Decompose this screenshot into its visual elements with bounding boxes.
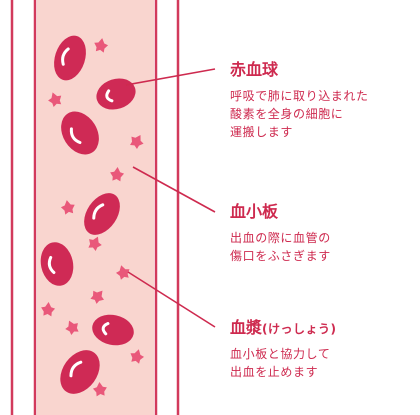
red-blood-cell xyxy=(96,78,136,110)
red-blood-cell xyxy=(84,193,120,235)
platelet xyxy=(65,320,79,336)
platelet xyxy=(88,236,102,252)
label-desc-line: 出血を止めます xyxy=(230,365,319,379)
platelet xyxy=(130,134,144,150)
label-title-red-blood-cell: 赤血球 xyxy=(230,60,279,79)
leader-line-plasma xyxy=(127,271,216,328)
red-blood-cell xyxy=(61,111,99,155)
label-plasma: 血漿(けっしょう) 血小板と協力して 出血を止めます xyxy=(230,318,420,381)
label-platelet: 血小板 出血の際に血管の 傷口をふさぎます xyxy=(230,202,420,265)
platelet xyxy=(60,200,75,215)
platelet xyxy=(94,38,109,53)
label-title-plasma: 血漿(けっしょう) xyxy=(230,318,337,337)
red-blood-cell xyxy=(60,350,100,394)
platelet xyxy=(90,290,105,304)
platelet xyxy=(92,382,107,397)
platelet xyxy=(110,167,125,182)
label-desc-line: 呼吸で肺に取り込まれた xyxy=(230,89,369,103)
label-desc-line: 傷口をふさぎます xyxy=(230,249,331,263)
label-title-platelet: 血小板 xyxy=(230,202,279,221)
red-blood-cell xyxy=(54,35,86,81)
platelet xyxy=(41,302,56,317)
label-desc-line: 出血の際に血管の xyxy=(230,231,331,245)
platelet xyxy=(48,92,62,107)
red-blood-cell xyxy=(92,314,134,346)
label-desc-line: 酸素を全身の細胞に xyxy=(230,107,344,121)
label-red-blood-cell: 赤血球 呼吸で肺に取り込まれた 酸素を全身の細胞に 運搬します xyxy=(230,60,420,141)
label-desc-line: 血小板と協力して xyxy=(230,347,331,361)
platelet xyxy=(115,265,130,280)
leader-line-platelet xyxy=(132,166,216,213)
label-desc-line: 運搬します xyxy=(230,125,294,139)
leader-line-red-blood-cell xyxy=(125,68,216,86)
platelet xyxy=(130,349,145,364)
red-blood-cell xyxy=(40,242,74,286)
